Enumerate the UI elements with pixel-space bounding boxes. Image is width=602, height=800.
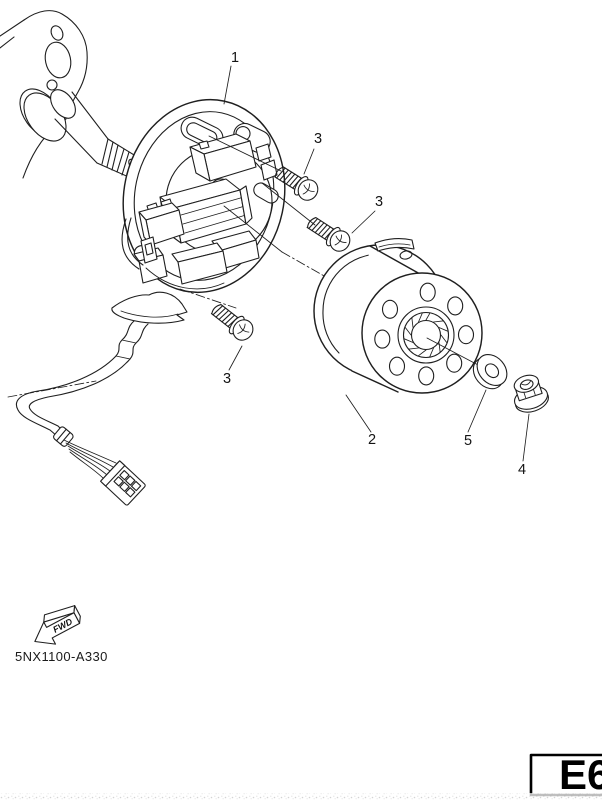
wire-harness	[7, 320, 149, 506]
callout-3b: 3	[375, 194, 383, 210]
callout-4: 4	[518, 462, 526, 478]
harness-connector	[100, 460, 146, 506]
callout-1: 1	[231, 50, 239, 66]
page-ref: E6	[559, 751, 602, 798]
scan-noise-strip	[0, 793, 602, 800]
callout-5: 5	[464, 433, 472, 449]
alignment-lines	[179, 135, 334, 309]
bolt-bottom	[207, 299, 258, 345]
callout-labels: 1 3 3 3 2 5 4	[223, 50, 526, 478]
stator-assembly	[111, 98, 286, 324]
flange-nut	[513, 374, 549, 413]
leader-lines	[223, 65, 530, 462]
callout-3a: 3	[314, 131, 322, 147]
fwd-arrow: FWD	[34, 605, 81, 645]
diagram-code: 5NX1100-A330	[15, 649, 108, 664]
page-ref-box: E6	[529, 751, 602, 798]
bolt-middle	[303, 212, 355, 256]
washer	[472, 354, 508, 390]
crankshaft	[0, 10, 142, 179]
callout-2: 2	[368, 432, 376, 448]
callout-3c: 3	[223, 371, 231, 387]
axis-line-bore-to-washer	[426, 337, 481, 367]
flywheel-rotor	[313, 237, 483, 394]
